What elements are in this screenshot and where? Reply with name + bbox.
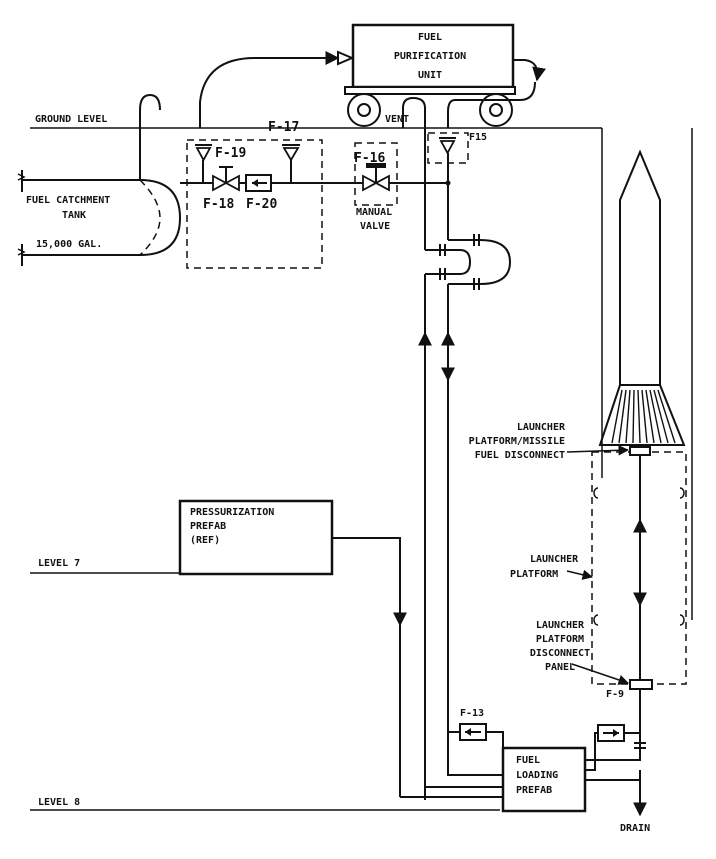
missile-disconnect-label-line1: LAUNCHER	[517, 422, 566, 433]
launcher-platform-leader	[566, 569, 594, 580]
ground-level-line	[30, 127, 693, 620]
platform-rollers	[593, 487, 685, 626]
pipe-coupling-icon-lower	[634, 742, 646, 749]
fuel-purification-unit	[344, 23, 516, 127]
fpu-inlet-filter-icon	[337, 50, 355, 66]
f15-label: F15	[469, 132, 487, 143]
missile	[598, 149, 686, 446]
disconnect-panel-leader	[571, 663, 629, 685]
level-8-label: LEVEL 8	[38, 797, 80, 808]
f16-gate-valve-icon	[362, 163, 390, 192]
missile-disconnect-label-line2: PLATFORM/MISSILE	[469, 436, 565, 447]
vent-label: VENT	[385, 114, 409, 125]
launcher-platform-label-line2: PLATFORM	[510, 569, 558, 580]
manual-valve-label-line1: MANUAL	[356, 207, 392, 218]
fuel-catchment-tank	[17, 93, 182, 266]
f20-check-valve-icon	[245, 174, 272, 192]
f17-filter-icon	[282, 144, 300, 162]
f19-filter-icon	[195, 144, 212, 162]
fpu-return-pipe	[447, 81, 536, 128]
f15-filter-icon	[439, 137, 456, 155]
disconnect-panel-label-line1: LAUNCHER	[536, 620, 585, 631]
missile-disconnect-label-line3: FUEL DISCONNECT	[475, 450, 565, 461]
vent-pipe	[402, 96, 426, 250]
tank-label-line2: TANK	[62, 210, 86, 221]
level-7-label: LEVEL 7	[38, 558, 80, 569]
f19-label: F-19	[215, 146, 246, 161]
pressurization-label-line1: PRESSURIZATION	[190, 507, 274, 518]
disconnect-panel-label-line2: PLATFORM	[536, 634, 584, 645]
fpu-label-line1: FUEL	[418, 32, 442, 43]
missile-disconnect-leader	[566, 445, 630, 456]
pressurization-pipe-arrow	[332, 537, 407, 627]
loop-pipe-assembly	[424, 183, 512, 800]
fpu-label-line3: UNIT	[418, 70, 442, 81]
disconnect-panel-label-line4: PANEL	[545, 662, 575, 673]
fpu-label-line2: PURIFICATION	[394, 51, 466, 62]
tank-capacity-label: 15,000 GAL.	[36, 239, 102, 250]
pressurization-label-line3: (REF)	[190, 535, 220, 546]
pressurization-label-line2: PREFAB	[190, 521, 226, 532]
fuel-loading-label-line3: PREFAB	[516, 785, 552, 796]
fuel-loading-label-line2: LOADING	[516, 770, 558, 781]
f20-label: F-20	[246, 197, 277, 212]
f13-label: F-13	[460, 708, 484, 719]
f18-label: F-18	[203, 197, 234, 212]
f17-label: F-17	[268, 120, 299, 135]
pressurization-prefab-box	[178, 499, 334, 576]
f16-label: F-16	[354, 151, 385, 166]
missile-fuel-disconnect-icon	[629, 446, 651, 456]
f16-group-outline	[354, 142, 398, 206]
fuel-loading-label-line1: FUEL	[516, 755, 540, 766]
platform-disconnect-panel-icon	[629, 679, 653, 690]
pipe-to-fpu	[199, 51, 340, 128]
fuel-loading-piping	[400, 380, 641, 800]
tank-label-line1: FUEL CATCHMENT	[26, 195, 110, 206]
f9-label: F-9	[606, 689, 624, 700]
f18-gate-valve-icon	[212, 166, 240, 192]
f9-check-valve-icon	[597, 724, 625, 742]
pipe-from-fpu	[513, 59, 546, 82]
ground-level-label: GROUND LEVEL	[35, 114, 107, 125]
fuel-loading-prefab-box	[501, 746, 587, 813]
disconnect-panel-label-line3: DISCONNECT	[530, 648, 590, 659]
manual-valve-label-line2: VALVE	[360, 221, 390, 232]
pipe-coupling-icon	[439, 234, 480, 290]
launcher-platform-label-line1: LAUNCHER	[530, 554, 579, 565]
f13-check-valve-icon	[459, 723, 487, 741]
drain-label: DRAIN	[620, 823, 650, 834]
f17-group-outline	[186, 139, 323, 269]
